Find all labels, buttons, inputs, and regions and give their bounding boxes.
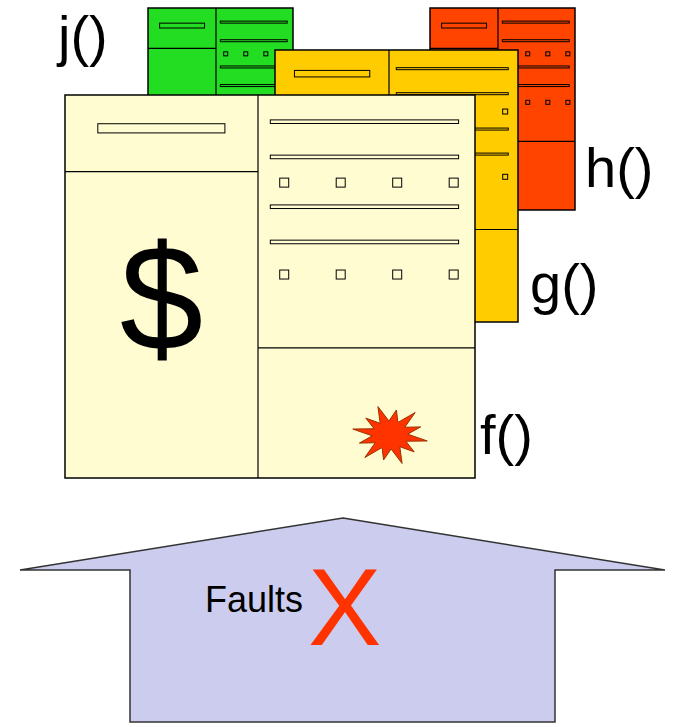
frame-square (449, 178, 458, 187)
frame-line (502, 40, 569, 42)
frame-square (449, 270, 458, 279)
frame-divider (148, 48, 216, 49)
frame-square (503, 109, 508, 114)
frame-line (270, 120, 458, 124)
frame-square (393, 270, 402, 279)
currency-symbol: $ (65, 223, 258, 373)
frame-square (336, 178, 345, 187)
frame-divider (257, 95, 258, 478)
cross-mark: X (308, 552, 381, 662)
function-label: j() (58, 4, 108, 68)
frame-square (244, 52, 248, 56)
frame-bar (294, 70, 369, 77)
function-label: h() (585, 136, 653, 200)
frame-outline (65, 95, 475, 478)
frame-square (224, 52, 228, 56)
frame-square (526, 52, 530, 56)
arrow-label: Faults (205, 579, 303, 620)
frame-square (503, 174, 508, 179)
frame-square (280, 178, 289, 187)
frame-square (566, 100, 570, 104)
frame-line (502, 21, 569, 23)
frame-bar (442, 23, 487, 28)
frame-bar (160, 23, 205, 28)
frame-square (264, 52, 268, 56)
frame-divider (258, 347, 475, 348)
frame-square (336, 270, 345, 279)
fault-arrow: FaultsX (20, 516, 666, 727)
frame-square (546, 52, 550, 56)
frame-divider (430, 48, 498, 49)
function-label: f() (480, 403, 533, 467)
frame-square (566, 52, 570, 56)
frame-square (546, 100, 550, 104)
function-label: g() (530, 252, 598, 316)
frame-line (220, 40, 287, 42)
frame-line (396, 68, 508, 70)
frame-line (270, 205, 458, 209)
frame-bar (98, 124, 225, 133)
frame-divider (65, 171, 258, 172)
frame-square (393, 178, 402, 187)
frame-square (526, 100, 530, 104)
frame-line (220, 21, 287, 23)
stack-frame: $f() (65, 95, 475, 478)
frame-line (270, 155, 458, 159)
block-arrow (20, 518, 665, 722)
fault-burst (353, 407, 427, 464)
frame-line (270, 240, 458, 244)
frame-square (280, 270, 289, 279)
